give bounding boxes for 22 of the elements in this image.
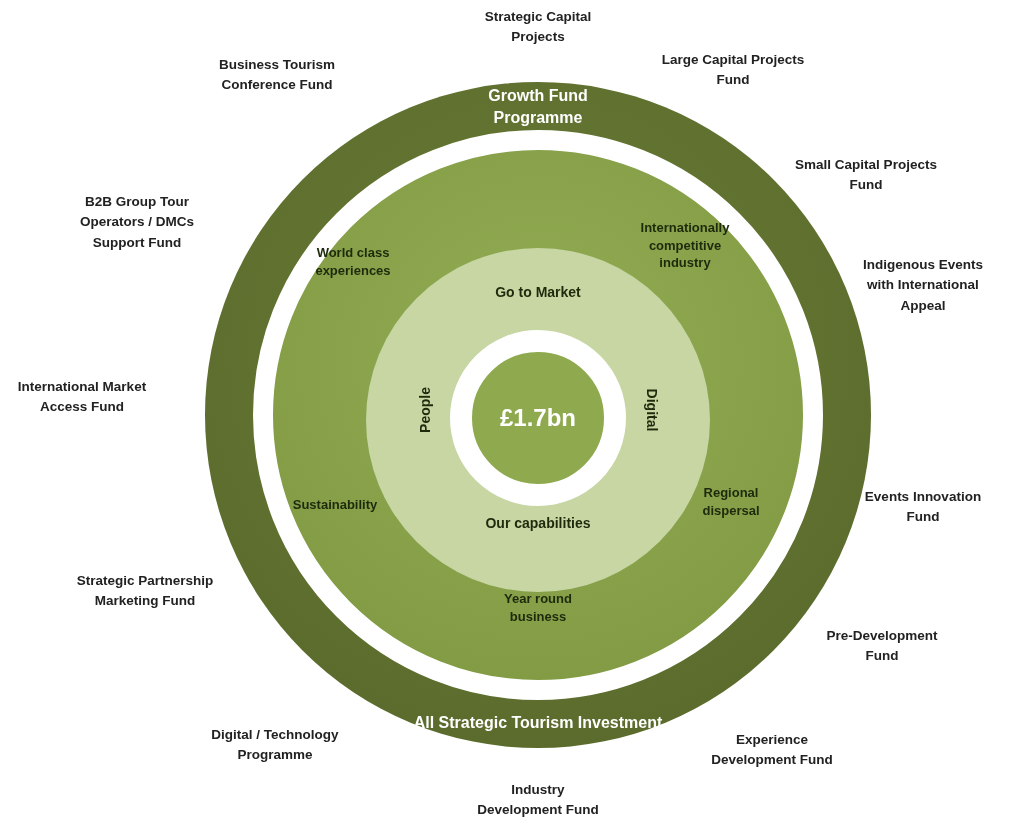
fund-label: Small Capital Projects Fund bbox=[794, 155, 938, 194]
segment-label: Our capabilities bbox=[484, 513, 592, 533]
segment-label: Regional dispersal bbox=[701, 484, 761, 520]
fund-label: Industry Development Fund bbox=[476, 780, 600, 819]
fund-label: B2B Group Tour Operators / DMCs Support Fund bbox=[79, 192, 195, 252]
segment-label: Go to Market bbox=[494, 282, 582, 302]
segment-label: Year round business bbox=[503, 590, 573, 626]
fund-label: International Market Access Fund bbox=[16, 377, 148, 416]
segment-label: Sustainability bbox=[291, 496, 379, 514]
segment-label: People bbox=[415, 387, 434, 433]
fund-label: Events Innovation Fund bbox=[863, 487, 983, 526]
amount-label: £1.7bn bbox=[499, 402, 577, 433]
fund-label: Strategic Partnership Marketing Fund bbox=[75, 571, 215, 610]
segment-label: Digital bbox=[643, 388, 662, 432]
fund-label: Indigenous Events with International Appeal bbox=[862, 255, 984, 315]
fund-label: Large Capital Projects Fund bbox=[660, 50, 806, 89]
fund-label: Pre-Development Fund bbox=[825, 626, 939, 665]
fund-label: Business Tourism Conference Fund bbox=[218, 55, 336, 94]
fund-label: Experience Development Fund bbox=[710, 730, 834, 769]
ring-title: Growth Fund Programme bbox=[487, 86, 589, 128]
fund-label: Strategic Capital Projects bbox=[483, 7, 593, 46]
fund-label: Digital / Technology Programme bbox=[210, 725, 340, 764]
